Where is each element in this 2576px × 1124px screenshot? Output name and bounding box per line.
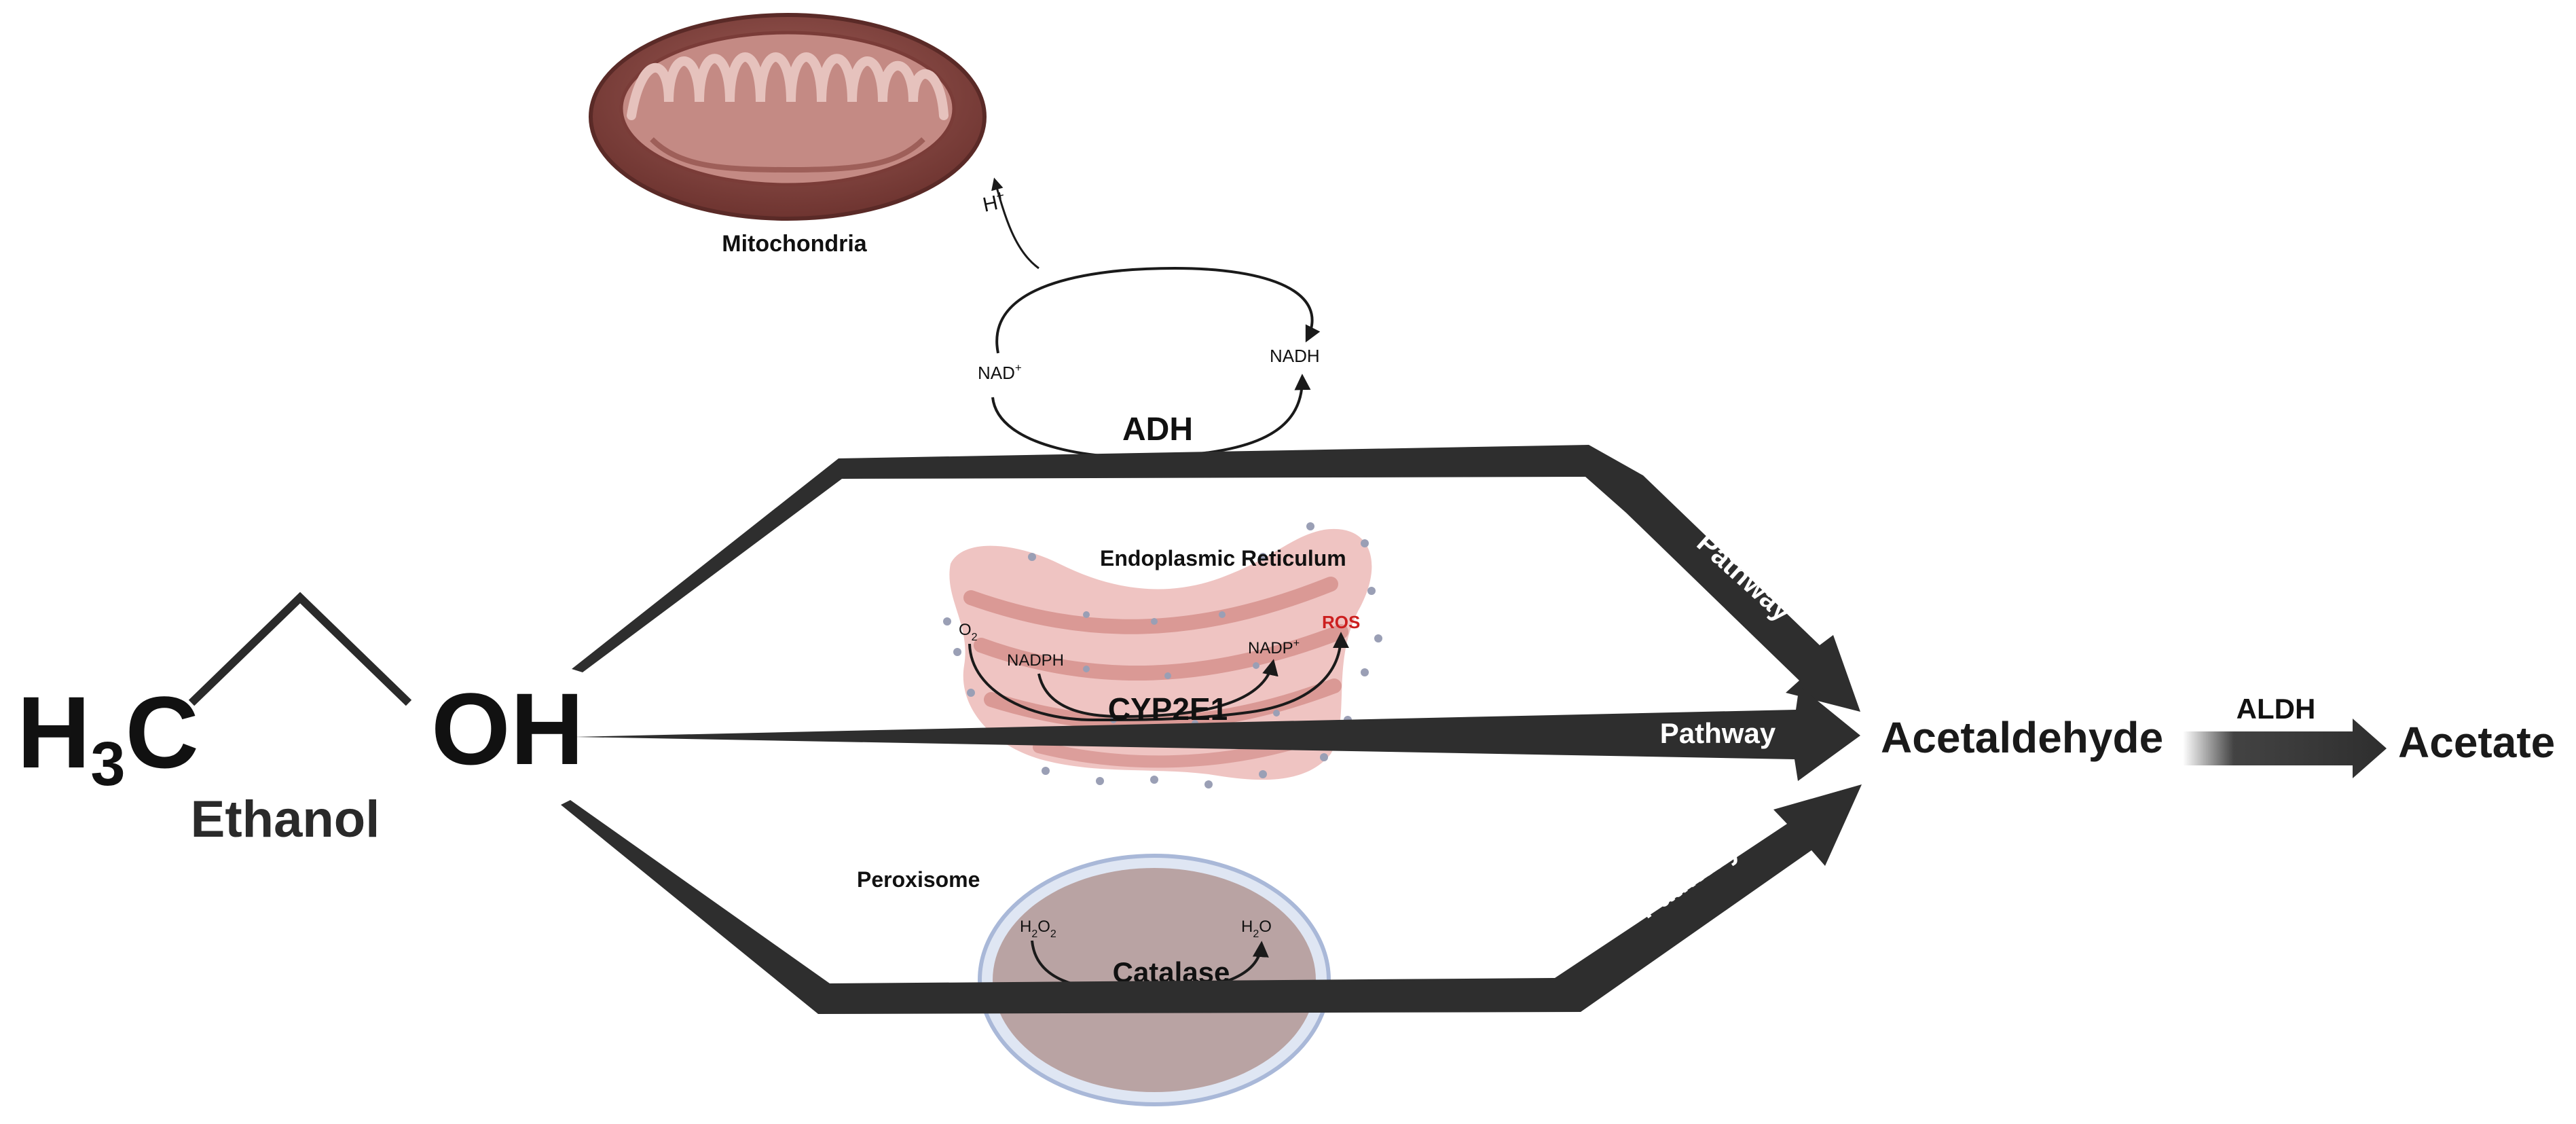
mitochondria-matrix: [619, 31, 956, 187]
meos-pathway-label: Pathway: [1660, 717, 1776, 749]
h2o-label: H2O: [1241, 918, 1272, 940]
nad-plus-label: NAD+: [978, 361, 1022, 383]
er-cisterna-2: [974, 624, 1348, 681]
endoplasmic-reticulum-organelle: Endoplasmic Reticulum O2 NADPH NADP+ ROS…: [943, 522, 1382, 788]
nadh-label: NADH: [1270, 346, 1320, 366]
nadph-label: NADPH: [1007, 651, 1064, 670]
acetate-label: Acetate: [2398, 718, 2555, 767]
peroxisome-organelle: Peroxisome H2O2 H2O Catalase: [857, 854, 1331, 1106]
adh-cycle: NAD+ NADH ADH: [978, 266, 1321, 459]
er-cisterna-4: [1033, 734, 1310, 768]
hydroxyl-group-label: OH: [431, 672, 584, 786]
ethanol-label: Ethanol: [191, 791, 380, 848]
meos-pathway-shaft: [574, 686, 1860, 781]
methyl-group-label: H3C: [17, 675, 199, 799]
products: Acetaldehyde ALDH Acetate: [1881, 693, 2555, 778]
cyp2e1-enzyme-label: CYP2E1: [1108, 691, 1228, 727]
ros-label: ROS: [1322, 612, 1360, 632]
ethanol-bond-skeleton: [188, 592, 412, 706]
o2-label: O2: [959, 621, 978, 643]
adh-cycle-top-arc: [995, 266, 1321, 354]
acetaldehyde-label: Acetaldehyde: [1881, 713, 2163, 762]
proton-transfer-arrow: [991, 177, 1039, 270]
mitochondria-cristae: [627, 52, 949, 120]
cyp2e1-nadph-arc: [1037, 659, 1278, 719]
meos-pathway-arrow: Pathway: [574, 686, 1860, 781]
mitochondria-organelle: Mitochondria H+: [589, 13, 1039, 270]
aldh-enzyme-label: ALDH: [2237, 693, 2316, 725]
adh-enzyme-label: ADH: [1122, 412, 1193, 448]
ethanol-molecule: H3C OH Ethanol: [17, 592, 584, 848]
h2o2-label: H2O2: [1020, 918, 1056, 940]
cyp2e1-o2-arc: [968, 632, 1349, 722]
aldh-arrow: [2183, 719, 2387, 778]
mitochondria-label: Mitochondria: [722, 231, 868, 257]
mitochondria-cristae-lower: [650, 137, 925, 173]
peroxisome-matrix: [993, 868, 1316, 1092]
peroxisome-label: Peroxisome: [857, 867, 980, 892]
nadp-plus-label: NADP+: [1248, 638, 1300, 657]
er-cisterna-1: [963, 577, 1338, 634]
er-label: Endoplasmic Reticulum: [1100, 546, 1346, 570]
